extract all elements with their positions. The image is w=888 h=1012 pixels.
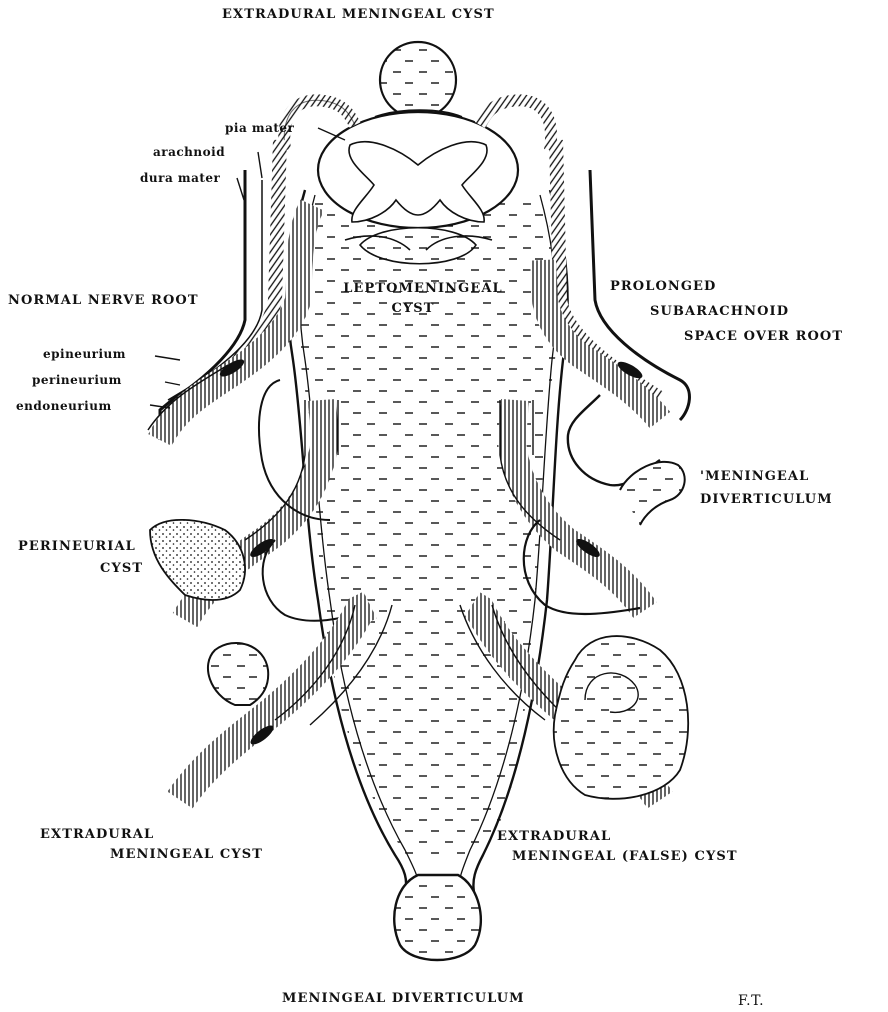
label-extradural-left-1: EXTRADURAL: [40, 828, 154, 841]
label-epineurium: epineurium: [43, 348, 126, 360]
extradural-false-cyst: [554, 636, 688, 799]
label-dura-mater: dura mater: [140, 172, 220, 184]
label-bottom-meningeal-diverticulum: MENINGEAL DIVERTICULUM: [282, 992, 525, 1005]
label-extradural-right-2: MENINGEAL (FALSE) CYST: [512, 850, 738, 863]
label-prolonged-3: SPACE OVER ROOT: [684, 330, 843, 343]
top-extradural-cyst: [380, 42, 456, 118]
label-top-extradural-cyst: EXTRADURAL MENINGEAL CYST: [222, 8, 495, 21]
label-perineurium: perineurium: [32, 374, 122, 386]
label-pia-mater: pia mater: [225, 122, 294, 134]
label-extradural-left-2: MENINGEAL CYST: [110, 848, 263, 861]
normal-nerve-root: [160, 205, 312, 440]
label-prolonged-1: PROLONGED: [610, 280, 716, 293]
label-normal-nerve-root: NORMAL NERVE ROOT: [8, 294, 199, 307]
label-prolonged-2: SUBARACHNOID: [650, 305, 789, 318]
extradural-cyst-left: [208, 643, 268, 705]
label-arachnoid: arachnoid: [153, 146, 225, 158]
label-leptomeningeal-1: LEPTOMENINGEAL: [318, 282, 528, 295]
label-endoneurium: endoneurium: [16, 400, 112, 412]
artist-signature: F.T.: [738, 994, 764, 1008]
label-leptomeningeal-2: CYST: [318, 302, 508, 315]
label-perineurial-cyst-2: CYST: [100, 562, 143, 575]
label-perineurial-cyst-1: PERINEURIAL: [18, 540, 136, 553]
label-meningeal-diverticulum-right-1: 'MENINGEAL: [700, 470, 809, 483]
perineurial-cyst: [150, 520, 245, 600]
meningeal-diverticulum-right: [620, 462, 685, 525]
label-meningeal-diverticulum-right-2: DIVERTICULUM: [700, 493, 833, 506]
bottom-meningeal-diverticulum: [394, 875, 481, 960]
label-extradural-right-1: EXTRADURAL: [497, 830, 611, 843]
